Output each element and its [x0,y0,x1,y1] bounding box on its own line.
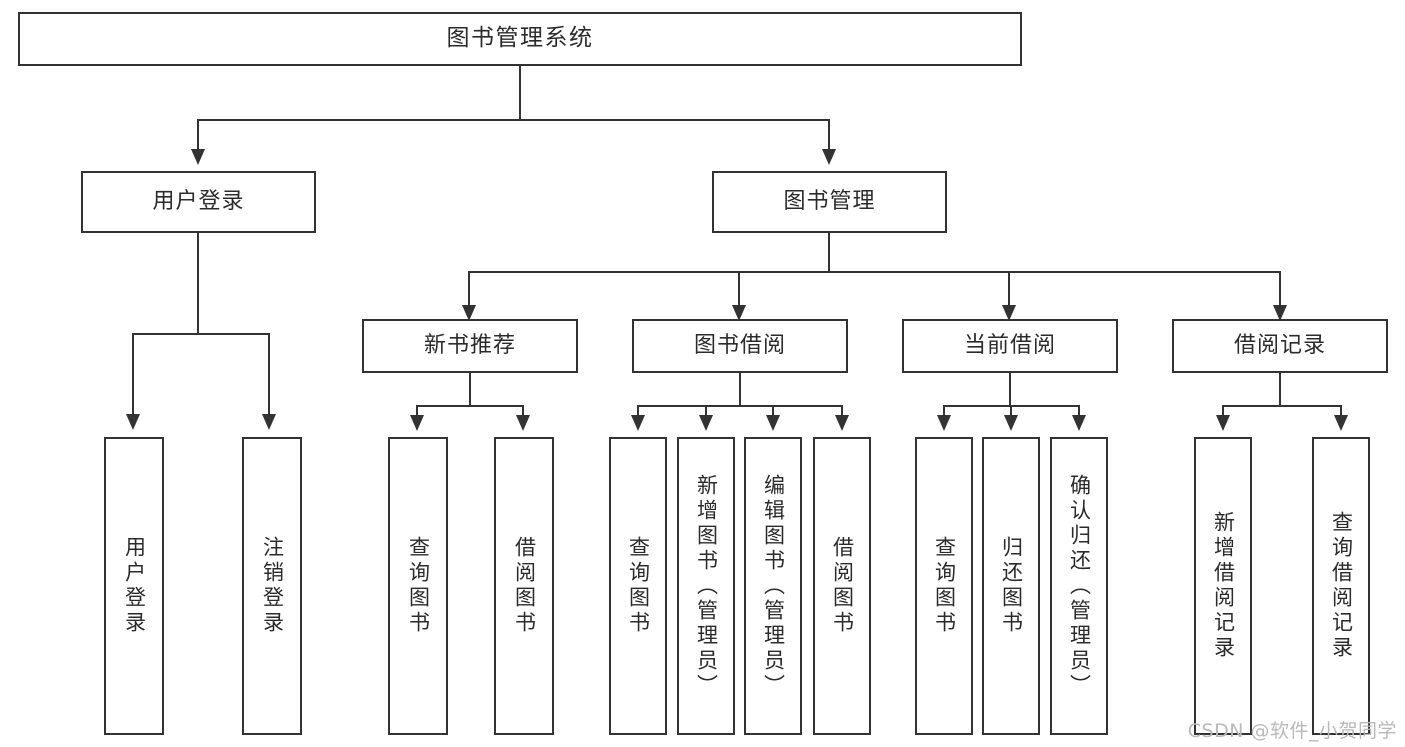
connector-user-login-stem [197,233,199,333]
node-label: 编辑图书（管理员） [761,473,786,699]
connector-book-manage-stem [828,233,830,271]
arrowhead-book-borrow [732,305,746,321]
arrowhead-leaf-query-book-1 [410,415,424,431]
connector-root-drop-right [828,119,830,151]
leaf-user-login[interactable]: 用户登录 [104,437,164,735]
arrowhead-borrow-record [1273,305,1287,321]
arrowhead-leaf-query-book-2 [631,415,645,431]
node-label: 新书推荐 [423,333,516,359]
node-label: 归还图书 [999,536,1024,636]
leaf-logout[interactable]: 注销登录 [242,437,302,735]
connector-borrow-drop-1 [637,405,639,417]
leaf-add-borrow-record[interactable]: 新增借阅记录 [1194,437,1252,735]
arrowhead-book-manage [822,149,836,165]
node-current-borrow[interactable]: 当前借阅 [902,319,1118,373]
arrowhead-leaf-add-book [699,415,713,431]
arrowhead-new-book-recommend [462,305,476,321]
arrowhead-leaf-confirm-return [1072,415,1086,431]
arrowhead-leaf-borrow-book-1 [516,415,530,431]
node-label: 新增借阅记录 [1211,511,1236,661]
node-user-login[interactable]: 用户登录 [81,171,316,233]
leaf-add-book-admin[interactable]: 新增图书（管理员） [677,437,735,735]
node-root-system[interactable]: 图书管理系统 [18,12,1022,66]
arrowhead-leaf-user-login [126,414,140,430]
node-label: 借阅图书 [512,536,537,636]
arrowhead-leaf-logout [262,414,276,430]
node-label: 查询借阅记录 [1329,511,1354,661]
node-label: 确认归还（管理员） [1067,473,1092,699]
connector-recommend-bus [416,405,524,407]
leaf-confirm-return-admin[interactable]: 确认归还（管理员） [1050,437,1108,735]
connector-book-manage-bus [468,271,1281,273]
arrowhead-user-login [191,149,205,165]
node-book-manage[interactable]: 图书管理 [712,171,947,233]
arrowhead-leaf-borrow-book-2 [835,415,849,431]
connector-record-bus [1222,405,1342,407]
connector-book-manage-drop-4 [1279,271,1281,306]
leaf-borrow-book-borrow[interactable]: 借阅图书 [813,437,871,735]
leaf-query-book-current[interactable]: 查询图书 [915,437,973,735]
connector-book-manage-drop-2 [738,271,740,306]
node-label: 借阅图书 [830,536,855,636]
node-label: 用户登录 [122,536,147,636]
connector-current-drop-3 [1078,405,1080,417]
arrowhead-leaf-return-book [1004,415,1018,431]
node-label: 查询图书 [626,536,651,636]
node-label: 注销登录 [260,536,285,636]
connector-root-drop-left [197,119,199,151]
arrowhead-current-borrow [1002,305,1016,321]
connector-recommend-drop-2 [522,405,524,417]
connector-borrow-drop-3 [772,405,774,417]
node-label: 图书管理 [783,189,876,215]
leaf-query-book-recommend[interactable]: 查询图书 [388,437,448,735]
arrowhead-leaf-add-record [1216,415,1230,431]
connector-root-bus [197,119,830,121]
connector-record-drop-2 [1340,405,1342,417]
leaf-query-borrow-record[interactable]: 查询借阅记录 [1312,437,1370,735]
connector-root-stem [519,66,521,119]
connector-current-drop-2 [1010,405,1012,417]
arrowhead-leaf-edit-book [766,415,780,431]
node-label: 图书管理系统 [446,25,594,52]
connector-recommend-stem [469,373,471,405]
connector-record-drop-1 [1222,405,1224,417]
connector-borrow-stem [739,373,741,405]
node-book-borrow[interactable]: 图书借阅 [632,319,848,373]
connector-borrow-drop-2 [705,405,707,417]
node-label: 新增图书（管理员） [694,473,719,699]
connector-user-login-drop-2 [268,333,270,415]
node-label: 当前借阅 [963,333,1056,359]
leaf-query-book-borrow[interactable]: 查询图书 [609,437,667,735]
connector-current-stem [1009,373,1011,405]
connector-current-drop-1 [943,405,945,417]
leaf-return-book[interactable]: 归还图书 [982,437,1040,735]
connector-borrow-bus [637,405,843,407]
node-label: 查询图书 [932,536,957,636]
connector-user-login-bus [132,333,269,335]
leaf-edit-book-admin[interactable]: 编辑图书（管理员） [744,437,802,735]
node-new-book-recommend[interactable]: 新书推荐 [362,319,578,373]
connector-book-manage-drop-1 [468,271,470,306]
node-label: 借阅记录 [1233,333,1326,359]
node-label: 用户登录 [152,189,245,215]
connector-recommend-drop-1 [416,405,418,417]
leaf-borrow-book-recommend[interactable]: 借阅图书 [494,437,554,735]
node-borrow-record[interactable]: 借阅记录 [1172,319,1388,373]
connector-record-stem [1279,373,1281,405]
connector-user-login-drop-1 [132,333,134,415]
node-label: 查询图书 [406,536,431,636]
node-label: 图书借阅 [693,333,786,359]
connector-borrow-drop-4 [841,405,843,417]
arrowhead-leaf-query-book-3 [937,415,951,431]
connector-book-manage-drop-3 [1008,271,1010,306]
arrowhead-leaf-query-record [1334,415,1348,431]
